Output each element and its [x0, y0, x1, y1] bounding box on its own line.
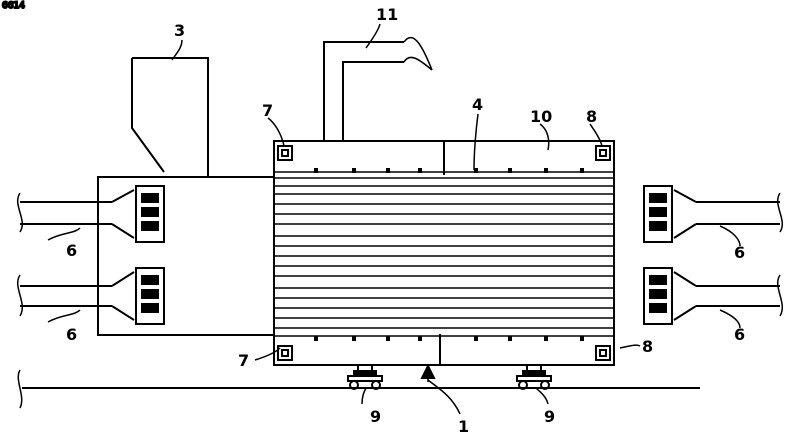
arrow-1	[422, 366, 460, 414]
label-6-right-lower: 6	[734, 325, 745, 344]
label-6-left-upper: 6	[66, 241, 77, 260]
label-6-right-upper: 6	[734, 243, 745, 262]
burner-right-upper	[644, 186, 782, 242]
label-7-top: 7	[262, 101, 273, 120]
corner-id: 6614	[2, 1, 25, 11]
left-housing	[98, 177, 274, 335]
label-8-bottom: 8	[642, 337, 653, 356]
label-10: 10	[530, 107, 552, 126]
label-7-bottom: 7	[238, 351, 249, 370]
burner-left-upper	[18, 186, 164, 242]
label-9-right: 9	[544, 407, 555, 426]
label-3: 3	[174, 21, 185, 40]
corner-seal-top-left	[278, 146, 292, 160]
label-1: 1	[458, 417, 469, 436]
label-6-left-lower: 6	[66, 325, 77, 344]
label-4: 4	[472, 95, 483, 114]
tube-bundle	[274, 178, 614, 328]
burner-right-lower	[644, 268, 782, 324]
corner-seal-bottom-right	[596, 346, 610, 360]
corner-seal-top-right	[596, 146, 610, 160]
roller-left	[348, 365, 382, 389]
main-chamber	[274, 141, 614, 365]
label-9-left: 9	[370, 407, 381, 426]
exhaust-duct	[324, 38, 432, 141]
label-11: 11	[376, 5, 398, 24]
label-8-top: 8	[586, 107, 597, 126]
burner-left-lower	[18, 268, 164, 324]
roller-right	[517, 365, 551, 389]
hopper	[132, 58, 208, 177]
